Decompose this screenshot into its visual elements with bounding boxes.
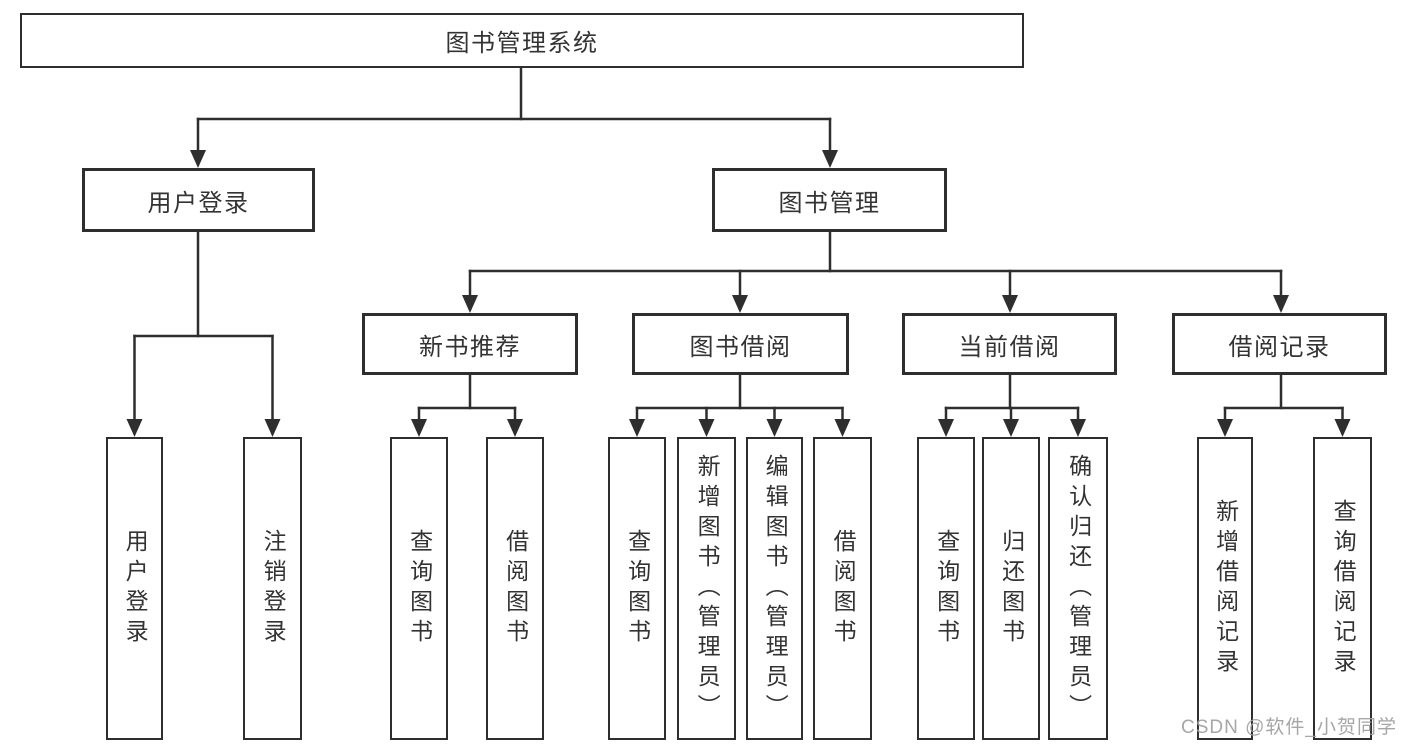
node-label: 查询图书 [624, 528, 651, 649]
arrow-down-icon [938, 419, 954, 437]
leaf-borrow-books-2: 借阅图书 [813, 437, 872, 740]
node-new-book-recommend: 新书推荐 [362, 313, 578, 375]
connector-borrow-records-branch [1217, 373, 1351, 437]
node-borrow-records: 借阅记录 [1172, 313, 1387, 375]
arrow-down-icon [411, 419, 427, 437]
arrow-down-icon [822, 150, 838, 168]
node-label: 借阅图书 [830, 528, 857, 649]
leaf-add-books-admin: 新增图书（管理员） [677, 437, 736, 740]
node-label: 归还图书 [998, 528, 1025, 649]
leaf-add-borrow-record: 新增借阅记录 [1197, 437, 1253, 740]
arrow-down-icon [1334, 419, 1351, 437]
arrow-down-icon [834, 419, 851, 437]
node-label: 查询借阅记录 [1330, 498, 1357, 679]
node-book-management: 图书管理 [712, 168, 947, 232]
arrow-down-icon [190, 150, 206, 168]
leaf-query-borrow-record: 查询借阅记录 [1313, 437, 1372, 740]
node-label: 借阅图书 [502, 528, 529, 649]
node-label: 图书借阅 [689, 333, 792, 361]
connector-new-book-branch [411, 373, 523, 437]
node-label: 新书推荐 [419, 333, 521, 361]
leaf-confirm-return-admin: 确认归还（管理员） [1048, 437, 1108, 740]
node-book-borrow: 图书借阅 [632, 313, 849, 375]
arrow-down-icon [1217, 419, 1233, 437]
leaf-query-books-2: 查询图书 [608, 437, 666, 740]
leaf-return-books: 归还图书 [982, 437, 1040, 740]
leaf-user-login: 用户登录 [106, 437, 163, 740]
arrow-down-icon [1002, 295, 1018, 313]
connector-book-management-branch [462, 230, 1289, 313]
arrow-down-icon [732, 295, 748, 313]
connector-user-login-branch [126, 230, 281, 437]
node-label: 注销登录 [260, 528, 287, 649]
arrow-down-icon [1003, 419, 1019, 437]
arrow-down-icon [264, 419, 281, 437]
leaf-query-books-3: 查询图书 [917, 437, 975, 740]
connector-current-borrow-branch [938, 373, 1086, 437]
leaf-borrow-books-1: 借阅图书 [486, 437, 544, 740]
node-label: 借阅记录 [1228, 333, 1331, 361]
node-user-login: 用户登录 [82, 168, 315, 232]
arrow-down-icon [1070, 419, 1086, 437]
node-label: 图书管理系统 [445, 30, 599, 57]
arrow-down-icon [462, 295, 478, 313]
node-label: 当前借阅 [958, 333, 1061, 361]
node-label: 用户登录 [147, 189, 250, 217]
node-label: 图书管理 [778, 189, 881, 217]
node-label: 查询图书 [933, 528, 960, 649]
node-label: 确认归还（管理员） [1065, 453, 1092, 724]
connector-book-borrow-branch [629, 373, 851, 437]
node-label: 查询图书 [406, 528, 433, 649]
leaf-logout: 注销登录 [243, 437, 302, 740]
arrow-down-icon [698, 419, 715, 437]
arrow-down-icon [126, 419, 143, 437]
csdn-watermark: CSDN @软件_小贺同学 [1181, 717, 1397, 738]
leaf-edit-books-admin: 编辑图书（管理员） [746, 437, 803, 740]
node-label: 用户登录 [122, 528, 149, 649]
arrow-down-icon [629, 419, 645, 437]
node-label: 新增图书（管理员） [694, 453, 721, 724]
node-label: 编辑图书（管理员） [762, 453, 789, 724]
leaf-query-books-1: 查询图书 [390, 437, 448, 740]
node-library-management-system: 图书管理系统 [20, 13, 1024, 68]
connector-root-to-level2 [190, 66, 838, 168]
arrow-down-icon [1273, 295, 1289, 313]
arrow-down-icon [507, 419, 523, 437]
node-current-borrow: 当前借阅 [902, 313, 1117, 375]
arrow-down-icon [766, 419, 783, 437]
node-label: 新增借阅记录 [1212, 498, 1239, 679]
